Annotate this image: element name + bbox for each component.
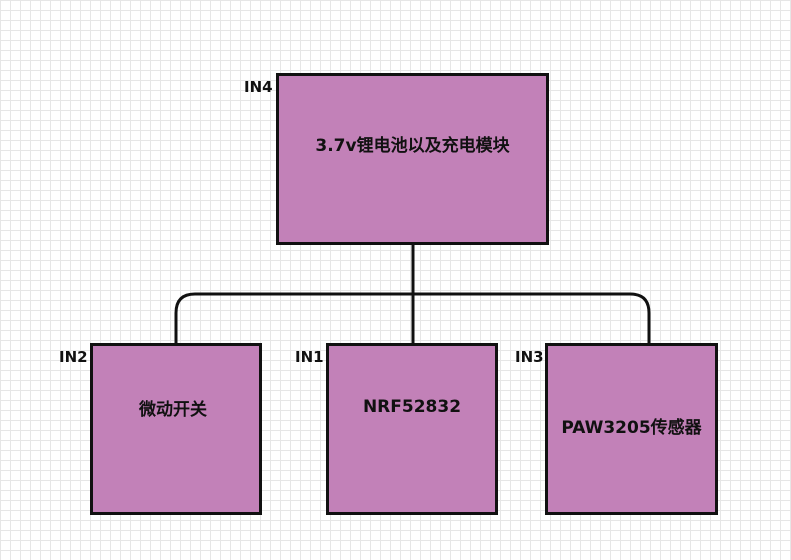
port-label-in2: IN2	[59, 348, 88, 366]
micro-switch-box[interactable]: 微动开关	[90, 343, 262, 515]
micro-switch-label: 微动开关	[139, 399, 207, 420]
port-label-in1: IN1	[295, 348, 324, 366]
connector-bus-left	[174, 292, 413, 343]
port-label-in3: IN3	[515, 348, 544, 366]
battery-charging-module-box[interactable]: 3.7v锂电池以及充电模块	[276, 73, 549, 245]
port-label-in4: IN4	[244, 78, 273, 96]
nrf52832-box[interactable]: NRF52832	[326, 343, 498, 515]
battery-charging-module-label: 3.7v锂电池以及充电模块	[315, 135, 510, 156]
paw3205-sensor-label: PAW3205传感器	[561, 417, 702, 438]
nrf52832-label: NRF52832	[362, 397, 462, 417]
connector-bus-right	[413, 292, 651, 343]
paw3205-sensor-box[interactable]: PAW3205传感器	[545, 343, 718, 515]
